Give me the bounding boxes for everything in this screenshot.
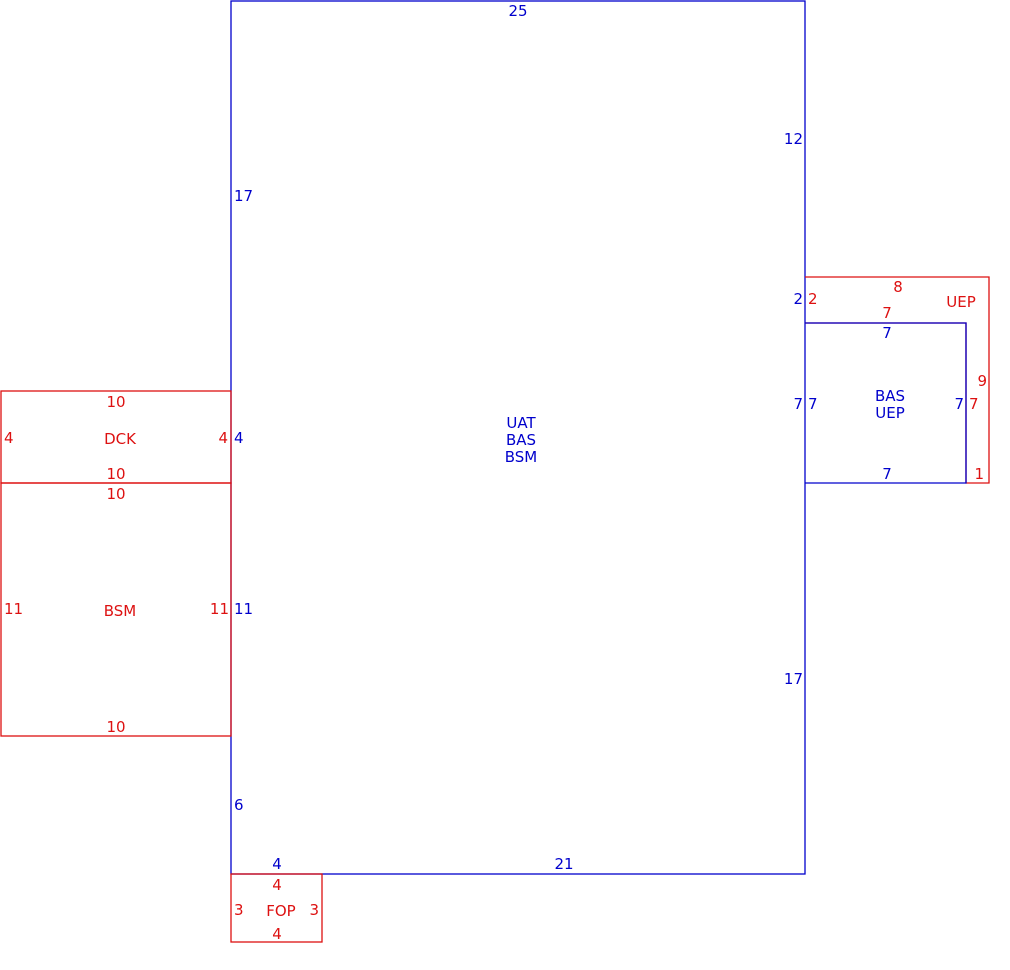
fop-room-label: FOP bbox=[266, 902, 295, 920]
uep-inner-right-dimension: 7 bbox=[969, 395, 979, 413]
uep-right-dimension: 9 bbox=[977, 372, 987, 390]
bas-uep-left-dimension: 7 bbox=[808, 395, 818, 413]
dck-bottom-dimension: 10 bbox=[106, 465, 125, 483]
uep-left-dimension: 2 bbox=[808, 290, 818, 308]
main-room-label-3: BSM bbox=[505, 448, 538, 466]
uep-top-dimension: 8 bbox=[893, 278, 903, 296]
main-right-mid-b-dimension: 7 bbox=[793, 395, 803, 413]
fop-bottom-dimension: 4 bbox=[272, 925, 282, 943]
bas-uep-bottom-dimension: 7 bbox=[882, 465, 892, 483]
main-bottom-left-dimension: 4 bbox=[272, 855, 282, 873]
main-bottom-dimension: 21 bbox=[554, 855, 573, 873]
bas-uep-top-dimension: 7 bbox=[882, 324, 892, 342]
main-left-upper-dimension: 17 bbox=[234, 187, 253, 205]
uep-inner-top-dimension: 7 bbox=[882, 304, 892, 322]
main-left-lower-dimension: 6 bbox=[234, 796, 244, 814]
bsm-bottom-dimension: 10 bbox=[106, 718, 125, 736]
main-right-lower-dimension: 17 bbox=[784, 670, 803, 688]
main-top-dimension: 25 bbox=[508, 2, 527, 20]
bas-uep-room-outline bbox=[805, 322, 967, 484]
main-room-label-2: BAS bbox=[506, 431, 536, 449]
main-left-bsm-dimension: 11 bbox=[234, 600, 253, 618]
dck-room-label: DCK bbox=[104, 430, 137, 448]
fop-right-dimension: 3 bbox=[309, 901, 319, 919]
bas-uep-right-dimension: 7 bbox=[954, 395, 964, 413]
bas-uep-label-1: BAS bbox=[875, 387, 905, 405]
main-room-label-1: UAT bbox=[506, 414, 536, 432]
fop-left-dimension: 3 bbox=[234, 901, 244, 919]
bsm-right-dimension: 11 bbox=[210, 600, 229, 618]
bsm-room-label: BSM bbox=[104, 602, 137, 620]
dck-left-dimension: 4 bbox=[4, 429, 14, 447]
dck-top-dimension: 10 bbox=[106, 393, 125, 411]
main-right-upper-dimension: 12 bbox=[784, 130, 803, 148]
bsm-top-dimension: 10 bbox=[106, 485, 125, 503]
main-left-dck-dimension: 4 bbox=[234, 429, 244, 447]
bas-uep-label-2: UEP bbox=[875, 404, 905, 422]
uep-bottom-dimension: 1 bbox=[974, 465, 984, 483]
fop-top-dimension: 4 bbox=[272, 876, 282, 894]
fop-room-outline bbox=[230, 873, 323, 943]
bsm-left-dimension: 11 bbox=[4, 600, 23, 618]
bsm-room-outline bbox=[0, 482, 232, 737]
uep-room-label: UEP bbox=[946, 293, 976, 311]
main-right-mid-a-dimension: 2 bbox=[793, 290, 803, 308]
dck-right-dimension: 4 bbox=[218, 429, 228, 447]
